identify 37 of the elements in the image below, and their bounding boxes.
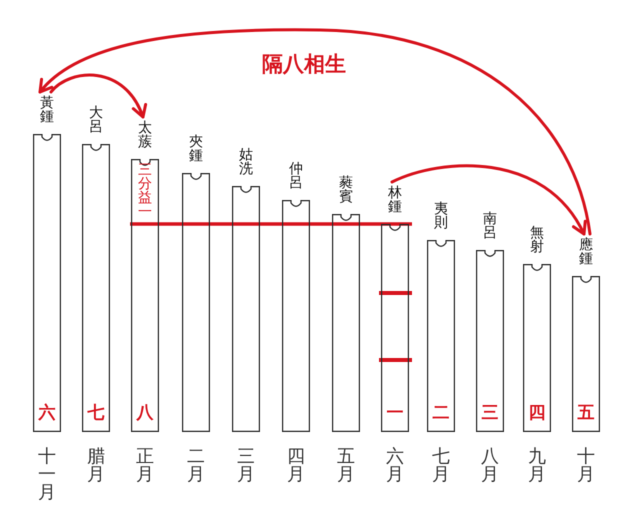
pipe-name: 林鍾 bbox=[388, 186, 402, 214]
curved-arrow bbox=[50, 74, 146, 118]
number-label: 六 bbox=[38, 405, 56, 422]
month-label: 七月 bbox=[432, 448, 450, 484]
month-label: 二月 bbox=[187, 448, 205, 484]
pipe-name: 應鍾 bbox=[579, 238, 593, 266]
curved-arrow bbox=[390, 164, 586, 236]
month-label: 十月 bbox=[577, 448, 595, 484]
pipe-name: 夾鍾 bbox=[189, 135, 203, 163]
month-label: 八月 bbox=[481, 448, 499, 484]
pipe-name: 夷則 bbox=[434, 202, 448, 230]
month-label: 正月 bbox=[136, 448, 154, 484]
month-label: 六月 bbox=[386, 448, 404, 484]
number-label: 二 bbox=[432, 405, 450, 422]
pipe-name: 大呂 bbox=[89, 106, 103, 134]
month-label: 四月 bbox=[287, 448, 305, 484]
pipe-name: 無射 bbox=[530, 226, 544, 254]
month-label: 十一月 bbox=[38, 448, 56, 502]
number-label: 五 bbox=[578, 405, 594, 422]
month-label: 九月 bbox=[528, 448, 546, 484]
title: 隔八相生 bbox=[262, 52, 346, 77]
pipe-name: 太蔟 bbox=[138, 121, 152, 149]
pipe-name: 南呂 bbox=[483, 212, 497, 240]
number-label: 一 bbox=[386, 405, 404, 422]
month-label: 腊月 bbox=[87, 448, 105, 484]
pipe-name: 仲呂 bbox=[289, 162, 303, 190]
month-label: 三月 bbox=[237, 448, 255, 484]
number-label: 八 bbox=[136, 405, 154, 422]
pipe-name: 姑洗 bbox=[239, 148, 253, 176]
month-label: 五月 bbox=[337, 448, 355, 484]
number-label: 七 bbox=[88, 405, 104, 422]
number-label: 四 bbox=[528, 405, 546, 422]
pipe-name: 黃鍾 bbox=[40, 96, 54, 124]
number-label: 三 bbox=[482, 405, 498, 422]
curved-arrow bbox=[38, 28, 592, 236]
pipe-name: 蕤賓 bbox=[339, 176, 353, 204]
annotation-text: 三分益一 bbox=[138, 163, 152, 219]
